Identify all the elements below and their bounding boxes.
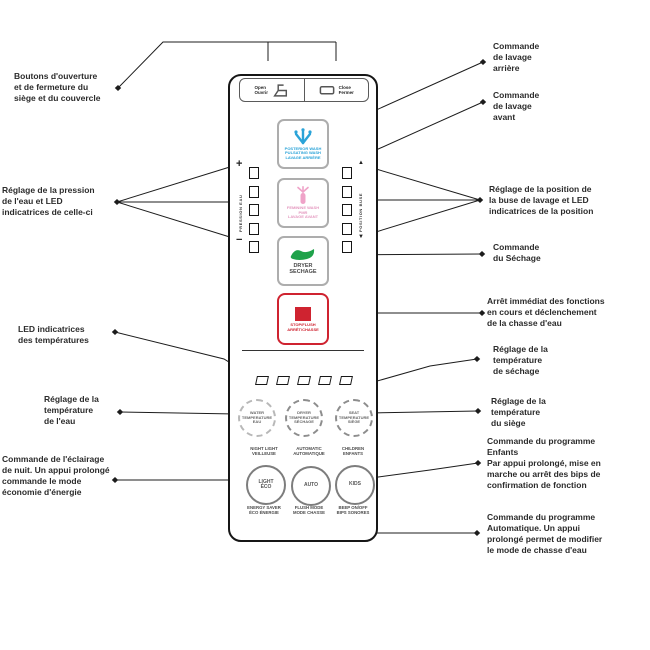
pressure-led bbox=[249, 185, 259, 198]
pressure-led bbox=[249, 204, 259, 216]
position-led bbox=[342, 241, 352, 253]
dryer-button: DRYER SECHAGE bbox=[277, 236, 329, 286]
callout-line bbox=[365, 199, 481, 236]
position-up-arrow: ▲ bbox=[358, 160, 364, 166]
temperature-led bbox=[255, 376, 269, 385]
kids-above-label: CHILDREN ENFANTS bbox=[341, 446, 365, 457]
callout-position-buse: Réglage de la position de la buse de lav… bbox=[489, 184, 594, 216]
callout-line bbox=[368, 410, 479, 414]
pressure-led bbox=[249, 222, 259, 235]
position-led bbox=[342, 204, 352, 216]
night-light-button: LIGHT ÉCO bbox=[246, 465, 286, 505]
auto-below-label: FLUSH MODE MODE CHASSE bbox=[293, 505, 325, 516]
front-wash-nozzle-icon bbox=[297, 186, 309, 205]
callout-temp-siege: Réglage de la température du siège bbox=[491, 396, 546, 428]
stop-caption: STOP/FLUSH ARRÊT/CHASSE bbox=[287, 321, 319, 332]
front-wash-button: FEMININE WASH PMR LAVAGE AVANT bbox=[277, 178, 329, 228]
callout-lavage-arriere: Commande de lavage arrière bbox=[493, 41, 540, 73]
auto-program-button-label: AUTO bbox=[303, 482, 319, 489]
night-light-button-label: LIGHT ÉCO bbox=[258, 478, 274, 490]
position-led-column bbox=[342, 167, 352, 260]
open-lid-label: Open Ouvrir bbox=[254, 85, 268, 95]
temperature-led bbox=[276, 376, 290, 385]
callout-open-close: Boutons d'ouverture et de fermeture du s… bbox=[14, 71, 101, 103]
callout-arret: Arrêt immédiat des fonctions en cours et… bbox=[487, 296, 605, 328]
callout-programme-automatique: Commande du programme Automatique. Un ap… bbox=[487, 512, 603, 555]
callout-eclairage: Commande de l'éclairage de nuit. Un appu… bbox=[2, 454, 110, 497]
callout-programme-enfants: Commande du programme Enfants Par appui … bbox=[487, 436, 601, 490]
seat-temp-label: SEAT TEMPERATURE SIÈGE bbox=[338, 410, 370, 425]
lid-open-close-bar: Open Ouvrir Close Fermer bbox=[239, 78, 369, 102]
kids-below-label: BEEP ON/OFF BIPS SONORES bbox=[336, 505, 370, 516]
callout-line bbox=[116, 201, 234, 239]
night-light-below-label: ENERGY SAVER ÉCO ÉNERGIE bbox=[247, 505, 281, 516]
callout-pression: Réglage de la pression de l'eau et LED i… bbox=[2, 185, 95, 217]
auto-above-label: AUTOMATIC AUTOMATIQUE bbox=[293, 446, 325, 457]
position-led bbox=[342, 185, 352, 198]
callout-led-temperatures: LED indicatrices des températures bbox=[18, 324, 89, 345]
water-temp-button: WATER TEMPERATURE EAU bbox=[238, 399, 276, 437]
close-lid-button: Close Fermer bbox=[303, 79, 369, 101]
lid-open-icon bbox=[273, 83, 288, 97]
rear-wash-spray-icon bbox=[294, 127, 312, 144]
callout-lavage-avant: Commande de lavage avant bbox=[493, 90, 540, 122]
dryer-caption: DRYER SECHAGE bbox=[289, 263, 317, 275]
kids-program-button-label: KIDS bbox=[349, 481, 361, 488]
open-lid-button: Open Ouvrir bbox=[240, 79, 304, 101]
remote-control-body: Open Ouvrir Close Fermer POSTERIOR WASH … bbox=[228, 74, 378, 542]
position-led bbox=[342, 167, 352, 179]
stop-square-icon bbox=[295, 306, 311, 321]
callout-temp-eau: Réglage de la température de l'eau bbox=[44, 394, 99, 426]
night-light-above-label: NIGHT LIGHT VEILLEUSE bbox=[250, 446, 278, 457]
pressure-plus-sign: + bbox=[236, 158, 243, 170]
callout-line bbox=[119, 411, 237, 415]
water-temp-label: WATER TEMPERATURE EAU bbox=[241, 410, 273, 425]
position-led bbox=[342, 222, 352, 235]
rear-wash-button: POSTERIOR WASH PULSATING WASH LAVAGE ARR… bbox=[277, 119, 329, 169]
pressure-led bbox=[249, 167, 259, 179]
auto-program-button: AUTO bbox=[291, 466, 331, 506]
kids-program-button: KIDS bbox=[335, 465, 375, 505]
callout-temp-sechage: Réglage de la température de séchage bbox=[493, 344, 548, 376]
pressure-led bbox=[249, 241, 259, 253]
stop-flush-button: STOP/FLUSH ARRÊT/CHASSE bbox=[277, 293, 329, 345]
callout-line bbox=[370, 462, 479, 479]
temperature-led-row bbox=[255, 376, 353, 385]
pressure-led-column bbox=[249, 167, 259, 260]
temperature-led bbox=[318, 376, 332, 385]
callout-sechage: Commande du Séchage bbox=[493, 242, 541, 263]
pressure-minus-sign: − bbox=[236, 234, 243, 246]
rear-wash-caption: POSTERIOR WASH PULSATING WASH LAVAGE ARR… bbox=[284, 145, 322, 160]
close-lid-label: Close Fermer bbox=[338, 85, 354, 95]
callout-line bbox=[116, 165, 234, 203]
dryer-temp-label: DRYER TEMPERATURE SÉCHAGE bbox=[288, 410, 320, 425]
callout-line bbox=[365, 165, 481, 201]
dryer-temp-button: DRYER TEMPERATURE SÉCHAGE bbox=[285, 399, 323, 437]
temperature-led bbox=[339, 376, 353, 385]
pressure-label: PRESSION EAU bbox=[238, 194, 243, 232]
dryer-air-icon bbox=[290, 249, 315, 260]
seat-temp-button: SEAT TEMPERATURE SIÈGE bbox=[335, 399, 373, 437]
front-wash-caption: FEMININE WASH PMR LAVAGE AVANT bbox=[286, 205, 320, 220]
position-label: POSITION BUSE bbox=[358, 192, 363, 232]
divider bbox=[242, 350, 364, 351]
lid-close-icon bbox=[319, 85, 335, 95]
position-down-arrow: ▼ bbox=[358, 234, 364, 240]
temperature-led bbox=[297, 376, 311, 385]
